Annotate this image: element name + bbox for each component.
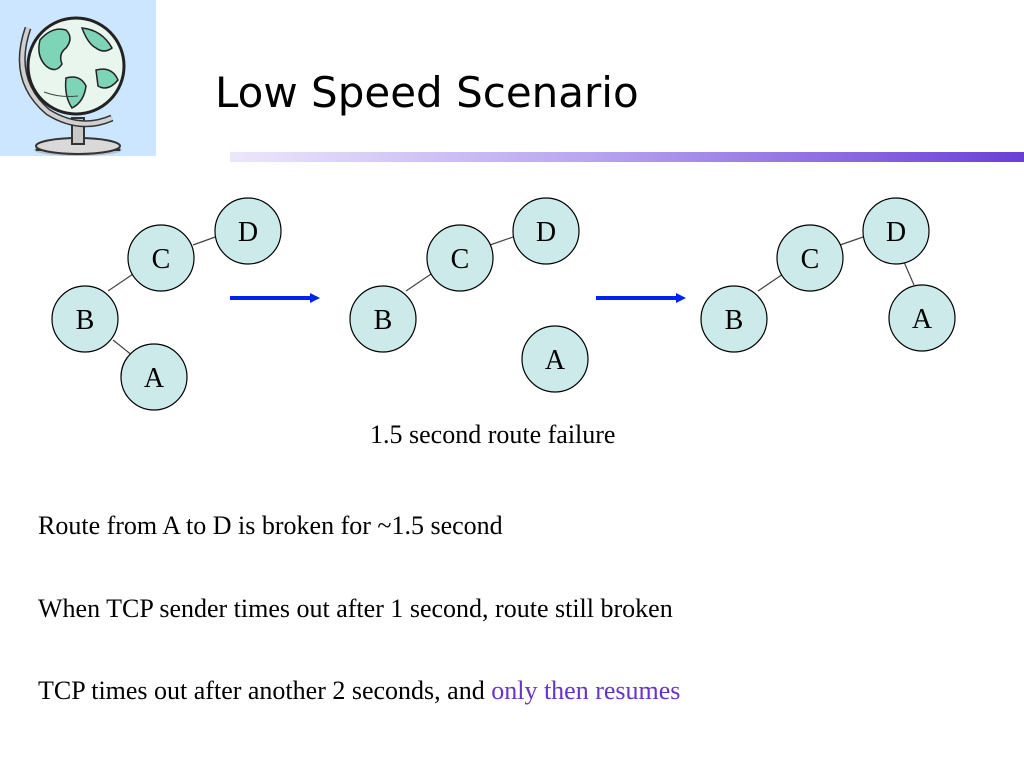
link-b-c-1	[107, 271, 137, 292]
bullet-tcp-resumes-text: TCP times out after another 2 seconds, a…	[38, 676, 492, 705]
node-c-2-label: C	[451, 244, 470, 275]
bullet-tcp-resumes: TCP times out after another 2 seconds, a…	[38, 676, 680, 706]
node-b-3-label: B	[725, 305, 744, 336]
node-b-1-label: B	[76, 305, 95, 336]
node-d-2: D	[512, 197, 580, 265]
title-underline	[230, 152, 1024, 162]
node-d-1-label: D	[238, 217, 258, 248]
globe-icon	[18, 16, 126, 156]
bullet-highlight-text: only then resumes	[491, 676, 681, 705]
node-a-2: A	[521, 325, 589, 393]
node-b-2-label: B	[374, 305, 393, 336]
diagram-caption: 1.5 second route failure	[370, 420, 616, 449]
link-b-c-2	[405, 271, 435, 292]
globe-logo	[0, 0, 156, 156]
link-c-d-1	[192, 235, 219, 246]
node-c-1: C	[127, 224, 195, 292]
node-c-3: C	[776, 224, 844, 292]
node-c-3-label: C	[801, 244, 820, 275]
node-a-3: A	[888, 284, 956, 352]
link-b-a-1	[112, 339, 134, 357]
route-diagram: D C B A D C B A	[51, 197, 956, 411]
link-d-a-3	[903, 261, 915, 286]
node-b-3: B	[700, 285, 768, 353]
link-c-d-3	[839, 235, 867, 246]
node-d-2-label: D	[536, 217, 556, 248]
bullet-tcp-timeout: When TCP sender times out after 1 second…	[38, 594, 673, 623]
node-a-1: A	[120, 343, 188, 411]
node-c-2: C	[426, 224, 494, 292]
bullet-route-broken: Route from A to D is broken for ~1.5 sec…	[38, 511, 503, 540]
node-a-3-label: A	[912, 304, 933, 335]
node-b-2: B	[349, 285, 417, 353]
node-d-3: D	[862, 197, 930, 265]
node-d-3-label: D	[886, 217, 906, 248]
link-c-d-2	[489, 235, 517, 246]
node-d-1: D	[214, 197, 282, 265]
node-c-1-label: C	[152, 244, 171, 275]
node-b-1: B	[51, 285, 119, 353]
node-a-2-label: A	[545, 345, 566, 376]
node-a-1-label: A	[144, 363, 165, 394]
page-title: Low Speed Scenario	[215, 68, 639, 117]
